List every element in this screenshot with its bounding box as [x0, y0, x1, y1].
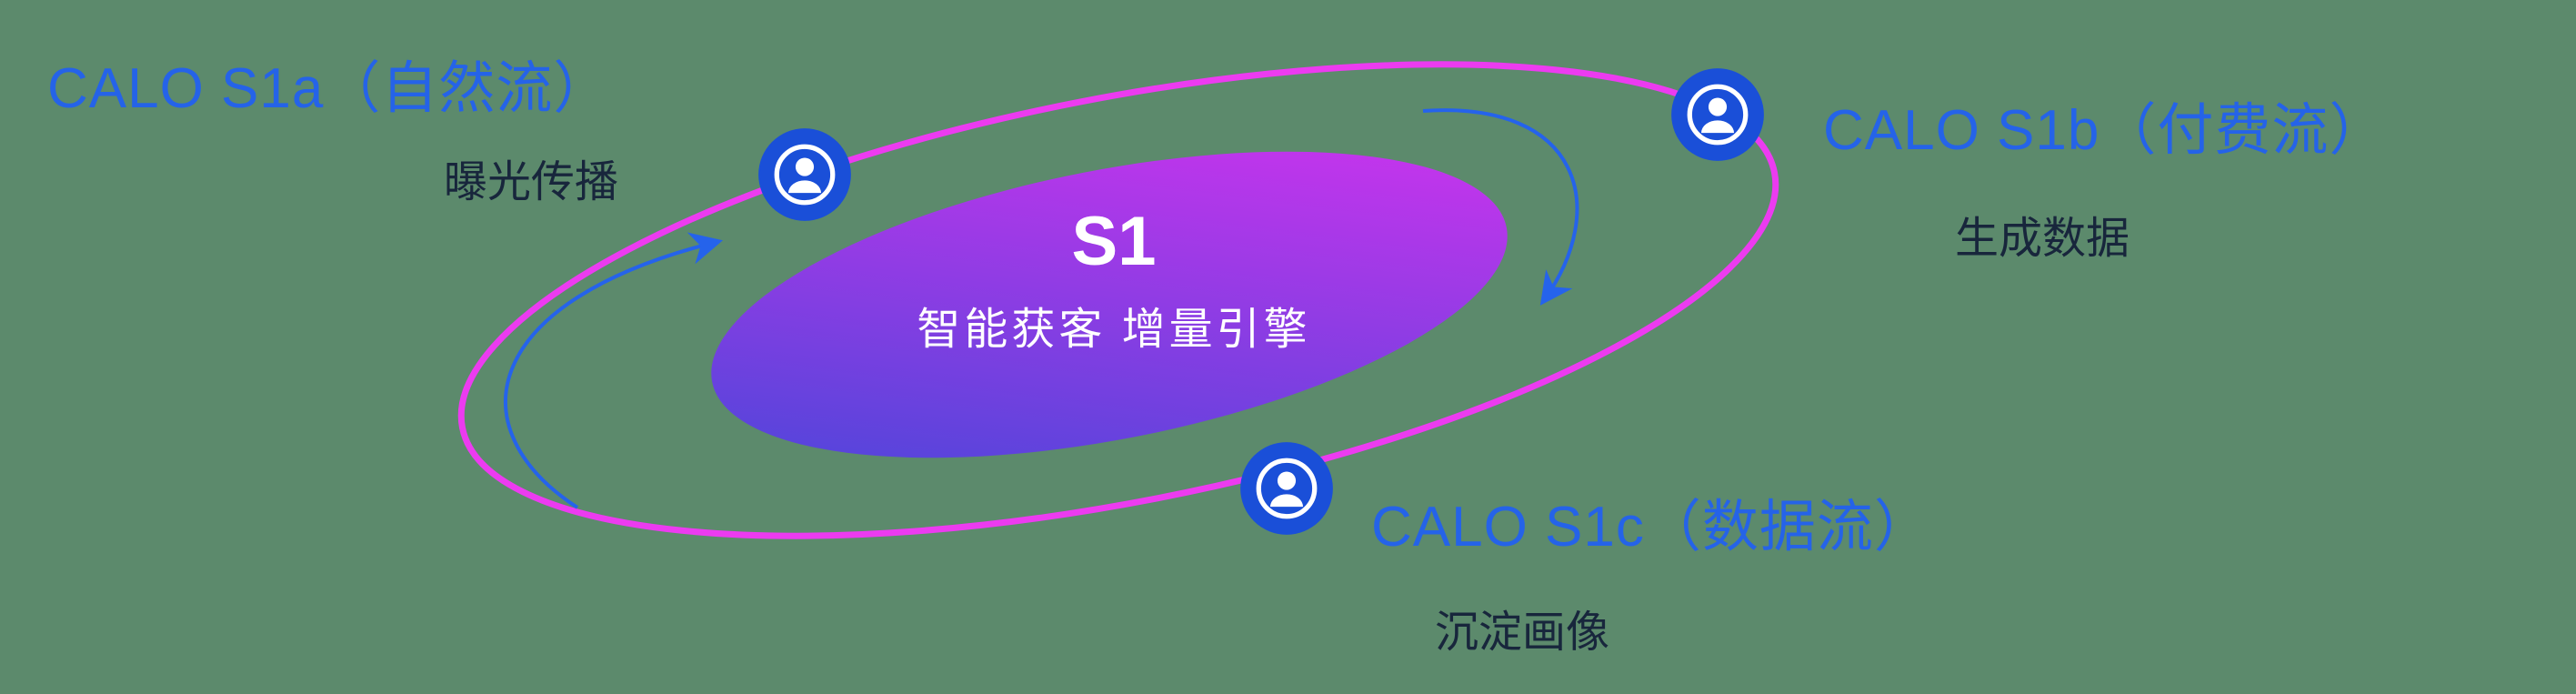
- sublabel-s1b: 生成数据: [1955, 215, 2130, 263]
- sublabel-s1c: 沉淀画像: [1435, 609, 1610, 657]
- flow-arrow-right: [1422, 108, 1579, 306]
- core-ellipse: [711, 151, 1508, 458]
- label-s1b: CALO S1b（付费流）: [1823, 99, 2387, 162]
- person-icon: [758, 128, 851, 221]
- core-subtitle: 智能获客 增量引擎: [917, 306, 1311, 354]
- label-s1c: CALO S1c（数据流）: [1371, 496, 1931, 558]
- orbit-node-s1b: [1669, 66, 1766, 163]
- orbit-node-s1a: [757, 126, 853, 223]
- orbit-ring: [457, 61, 1779, 539]
- core-title: S1: [1071, 203, 1157, 280]
- label-s1a: CALO S1a（自然流）: [47, 57, 611, 120]
- person-icon: [1671, 68, 1764, 161]
- orbit-node-s1c: [1238, 440, 1335, 537]
- sublabel-s1a: 曝光传播: [444, 158, 619, 206]
- flow-arrow-left: [504, 232, 723, 509]
- person-icon: [1240, 442, 1333, 535]
- core-label-group: S1 智能获客 增量引擎: [750, 207, 1478, 357]
